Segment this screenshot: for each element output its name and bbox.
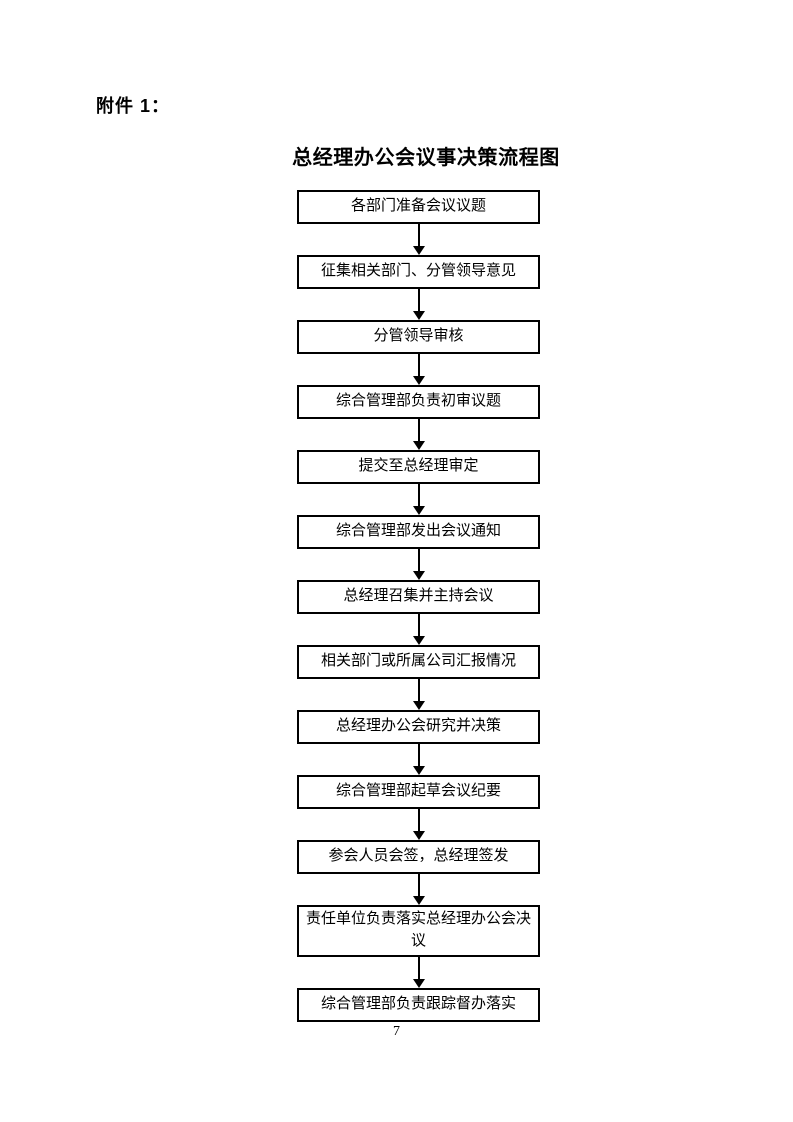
- arrow-down-icon: [412, 614, 425, 645]
- flow-step: 征集相关部门、分管领导意见: [297, 255, 540, 289]
- arrow-down-icon: [412, 956, 425, 988]
- arrow-line: [417, 679, 420, 701]
- arrow-line: [417, 484, 420, 506]
- arrow-down-icon: [412, 484, 425, 515]
- arrow-line: [417, 956, 420, 979]
- flow-step: 提交至总经理审定: [297, 450, 540, 484]
- arrow-down-icon: [412, 549, 425, 580]
- flowchart: 各部门准备会议议题 征集相关部门、分管领导意见 分管领导审核 综合管理部负责初审…: [297, 190, 540, 1022]
- arrow-down-icon: [412, 809, 425, 840]
- arrow-line: [417, 744, 420, 766]
- flow-step: 综合管理部负责跟踪督办落实: [297, 987, 540, 1022]
- arrow-head: [412, 376, 425, 385]
- arrow-head: [412, 766, 425, 775]
- arrow-head: [412, 506, 425, 515]
- arrow-down-icon: [412, 744, 425, 775]
- flow-step: 参会人员会签，总经理签发: [297, 840, 540, 874]
- flow-step: 各部门准备会议议题: [297, 190, 540, 224]
- arrow-line: [417, 809, 420, 831]
- arrow-head: [412, 831, 425, 840]
- arrow-head: [412, 636, 425, 645]
- attachment-label: 附件 1：: [96, 96, 171, 116]
- arrow-down-icon: [412, 354, 425, 385]
- flowchart-title: 总经理办公会议事决策流程图: [292, 147, 560, 169]
- arrow-head: [412, 896, 425, 905]
- flow-step: 总经理召集并主持会议: [297, 580, 540, 614]
- arrow-down-icon: [412, 679, 425, 710]
- arrow-down-icon: [412, 874, 425, 905]
- arrow-line: [417, 614, 420, 636]
- arrow-down-icon: [412, 289, 425, 320]
- arrow-head: [412, 978, 425, 988]
- page-number: 7: [393, 1024, 400, 1039]
- arrow-down-icon: [412, 224, 425, 255]
- flow-step: 分管领导审核: [297, 320, 540, 354]
- arrow-head: [412, 701, 425, 710]
- arrow-line: [417, 224, 420, 246]
- arrow-head: [412, 246, 425, 255]
- arrow-line: [417, 289, 420, 311]
- arrow-head: [412, 571, 425, 580]
- flow-step: 综合管理部起草会议纪要: [297, 775, 540, 809]
- flow-step: 相关部门或所属公司汇报情况: [297, 645, 540, 679]
- arrow-line: [417, 419, 420, 441]
- flow-step: 责任单位负责落实总经理办公会决议: [297, 905, 540, 957]
- arrow-line: [417, 874, 420, 896]
- arrow-head: [412, 311, 425, 320]
- flow-step: 综合管理部发出会议通知: [297, 515, 540, 549]
- arrow-down-icon: [412, 419, 425, 450]
- arrow-head: [412, 441, 425, 450]
- arrow-line: [417, 354, 420, 376]
- flow-step: 总经理办公会研究并决策: [297, 710, 540, 744]
- flow-step: 综合管理部负责初审议题: [297, 385, 540, 419]
- arrow-line: [417, 549, 420, 571]
